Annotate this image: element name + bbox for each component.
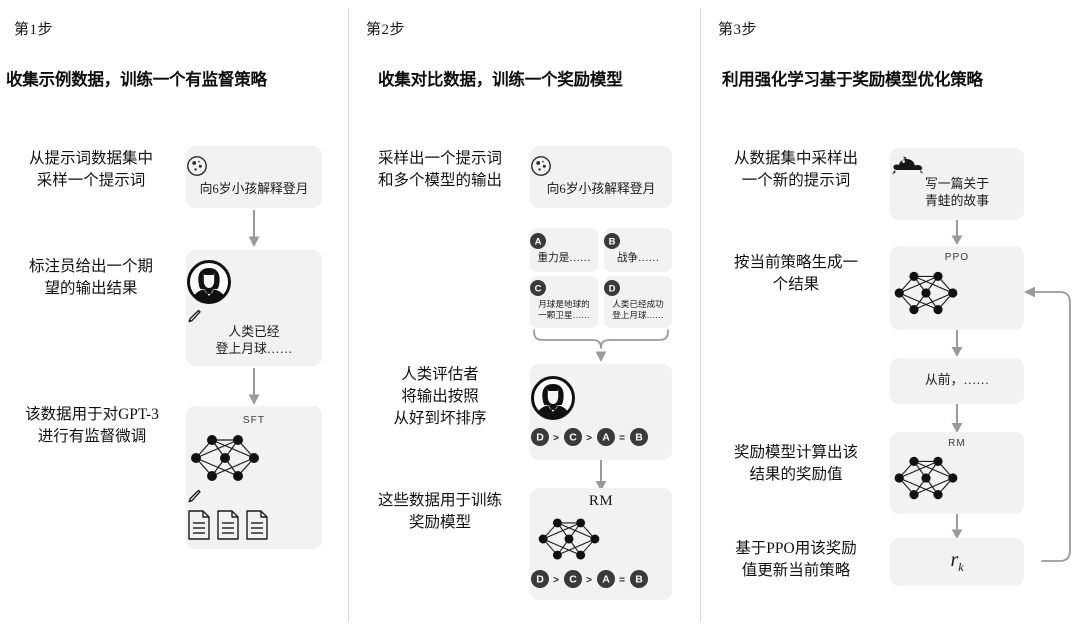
svg-text:D: D bbox=[536, 574, 544, 586]
neural-net-icon bbox=[530, 514, 672, 564]
brace-arrow-2-1 bbox=[530, 328, 672, 364]
neural-net-icon bbox=[186, 430, 322, 486]
step-title-1: 收集示例数据，训练一个有监督策略 bbox=[6, 71, 267, 89]
caption-3-1: 从数据集中采样出 一个新的提示词 bbox=[733, 150, 858, 189]
caption-1-1: 从提示词数据集中 采样一个提示词 bbox=[28, 150, 153, 189]
reward-subscript: k bbox=[958, 560, 964, 574]
caption-2-2: 人类评估者 将输出按照 从好到坏排序 bbox=[393, 366, 487, 427]
svg-text:A: A bbox=[602, 432, 610, 444]
caption-3-2: 按当前策略生成一 个结果 bbox=[733, 254, 858, 293]
column-divider-2 bbox=[700, 8, 701, 622]
output-card-a-text: 重力是…… bbox=[537, 253, 591, 264]
svg-text:=: = bbox=[619, 575, 625, 586]
reward-value-card: rk bbox=[890, 538, 1024, 586]
rm-label: RM bbox=[948, 438, 966, 449]
sft-label: SFT bbox=[242, 415, 266, 426]
step-title-3: 利用强化学习基于奖励模型优化策略 bbox=[722, 71, 983, 89]
svg-text:D: D bbox=[609, 284, 616, 295]
output-card-a: A 重力是…… bbox=[530, 228, 598, 272]
svg-text:C: C bbox=[535, 284, 542, 295]
arrow-down-3-3 bbox=[949, 404, 965, 434]
person-icon bbox=[186, 259, 322, 305]
step-label-1: 第1步 bbox=[14, 22, 54, 38]
arrow-down-3-4 bbox=[949, 514, 965, 540]
frog-icon bbox=[890, 155, 1024, 175]
arrow-down-2-2 bbox=[593, 460, 609, 492]
labeler-output-card: 人类已经 登上月球…… bbox=[186, 250, 322, 366]
arrow-down-3-1 bbox=[949, 220, 965, 246]
badge-c: C bbox=[530, 280, 598, 296]
column-step-3: 第3步 利用强化学习基于奖励模型优化策略 从数据集中采样出 一个新的提示词 按当… bbox=[700, 0, 1080, 630]
documents-icon bbox=[186, 509, 322, 541]
badge-b: B bbox=[604, 233, 672, 249]
moon-icon bbox=[530, 155, 672, 177]
caption-2-1: 采样出一个提示词 和多个模型的输出 bbox=[377, 150, 502, 189]
prompt-card-2-text: 向6岁小孩解释登月 bbox=[546, 182, 656, 196]
rm-label: RM bbox=[588, 493, 614, 509]
caption-3-3: 奖励模型计算出该 结果的奖励值 bbox=[733, 444, 858, 483]
feedback-loop-arrow bbox=[1020, 278, 1076, 570]
svg-text:C: C bbox=[569, 574, 577, 586]
output-card-c: C 月球是地球的 一颗卫星…… bbox=[530, 276, 598, 328]
svg-text:B: B bbox=[609, 237, 616, 248]
output-card-b-text: 战争…… bbox=[616, 253, 660, 264]
prompt-card-2: 向6岁小孩解释登月 bbox=[530, 146, 672, 208]
caption-1-2: 标注员给出一个期 望的输出结果 bbox=[28, 258, 153, 297]
svg-text:A: A bbox=[535, 237, 542, 248]
column-divider-1 bbox=[348, 8, 349, 622]
prompt-card-1: 向6岁小孩解释登月 bbox=[186, 146, 322, 208]
svg-text:A: A bbox=[602, 574, 610, 586]
neural-net-icon bbox=[890, 451, 1024, 505]
badge-d: D bbox=[604, 280, 672, 296]
ranker-card: D > C > A = B bbox=[530, 364, 672, 460]
output-card-b: B 战争…… bbox=[604, 228, 672, 272]
pencil-icon bbox=[186, 488, 322, 504]
reward-value-text: rk bbox=[890, 549, 1024, 575]
new-prompt-card: 写一篇关于 青蛙的故事 bbox=[890, 148, 1024, 220]
generated-output-text: 从前，…… bbox=[925, 373, 989, 387]
svg-text:>: > bbox=[586, 433, 592, 444]
ppo-label: PPO bbox=[944, 252, 970, 263]
person-icon bbox=[530, 375, 672, 421]
pencil-icon bbox=[186, 308, 322, 324]
svg-text:>: > bbox=[586, 575, 592, 586]
ppo-model-card: PPO bbox=[890, 246, 1024, 330]
rm-model-card-3: RM bbox=[890, 432, 1024, 514]
reward-symbol: r bbox=[950, 549, 959, 571]
badge-a: A bbox=[530, 233, 598, 249]
output-card-c-text: 月球是地球的 一颗卫星…… bbox=[538, 299, 590, 321]
svg-text:>: > bbox=[553, 575, 559, 586]
neural-net-icon bbox=[890, 266, 1024, 320]
rm-model-card-2: RM bbox=[530, 488, 672, 600]
arrow-down-1-2 bbox=[246, 368, 262, 406]
ranking-row: D > C > A = B bbox=[530, 426, 672, 448]
output-card-d-text: 人类已经成功 登上月球…… bbox=[612, 299, 664, 321]
caption-3-4: 基于PPO用该奖励 值更新当前策略 bbox=[735, 540, 857, 579]
sft-model-card: SFT bbox=[186, 406, 322, 549]
caption-2-3: 这些数据用于训练 奖励模型 bbox=[377, 492, 502, 531]
output-card-d: D 人类已经成功 登上月球…… bbox=[604, 276, 672, 328]
svg-text:D: D bbox=[536, 432, 544, 444]
svg-text:B: B bbox=[635, 574, 643, 586]
svg-text:B: B bbox=[635, 432, 643, 444]
column-step-2: 第2步 收集对比数据，训练一个奖励模型 采样出一个提示词 和多个模型的输出 人类… bbox=[348, 0, 700, 630]
moon-icon bbox=[186, 155, 322, 177]
caption-1-3: 该数据用于对GPT-3 进行有监督微调 bbox=[25, 406, 159, 445]
svg-text:>: > bbox=[553, 433, 559, 444]
step-label-3: 第3步 bbox=[718, 22, 758, 38]
new-prompt-text: 写一篇关于 青蛙的故事 bbox=[925, 177, 989, 208]
step-title-2: 收集对比数据，训练一个奖励模型 bbox=[378, 71, 623, 89]
generated-output-card: 从前，…… bbox=[890, 358, 1024, 404]
labeler-output-text: 人类已经 登上月球…… bbox=[215, 325, 293, 356]
arrow-down-1-1 bbox=[246, 210, 262, 248]
svg-text:=: = bbox=[619, 433, 625, 444]
prompt-card-1-text: 向6岁小孩解释登月 bbox=[199, 182, 309, 196]
step-label-2: 第2步 bbox=[366, 22, 406, 38]
arrow-down-3-2 bbox=[949, 330, 965, 358]
column-step-1: 第1步 收集示例数据，训练一个有监督策略 从提示词数据集中 采样一个提示词 标注… bbox=[0, 0, 348, 630]
svg-text:C: C bbox=[569, 432, 577, 444]
ranking-row: D > C > A = B bbox=[530, 568, 672, 590]
